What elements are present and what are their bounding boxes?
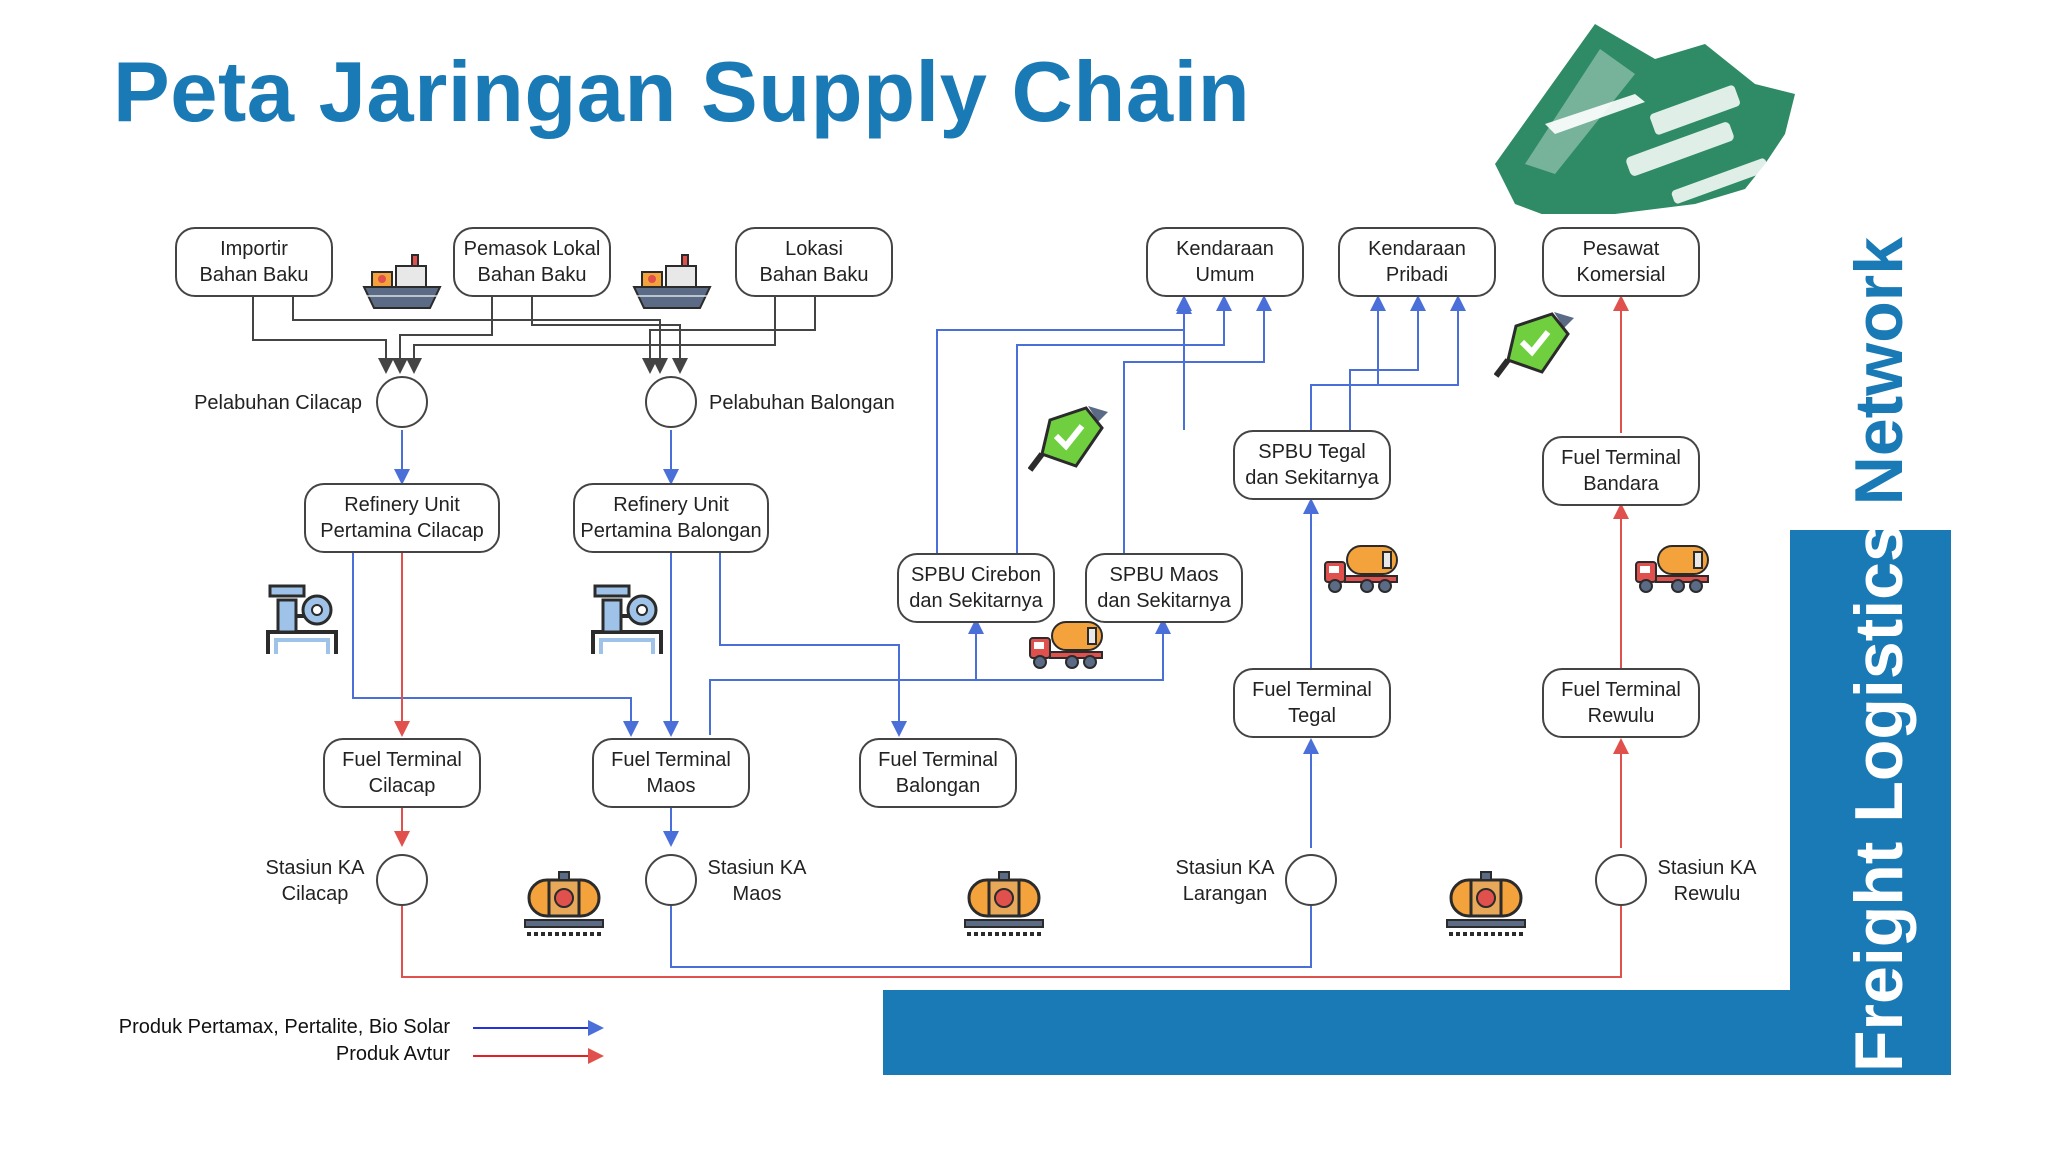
cargo-ship-icon xyxy=(632,254,712,309)
tank-truck-icon xyxy=(1324,545,1398,593)
rail-tank-car-icon xyxy=(964,871,1044,936)
transport-logo-icon xyxy=(1495,24,1795,214)
legend-blue-label: Produk Pertamax, Pertalite, Bio Solar xyxy=(118,1016,450,1038)
spbu-tegal-box: SPBU Tegal dan Sekitarnya xyxy=(1233,430,1391,500)
pelabuhan-balongan-node xyxy=(645,376,697,428)
rail-tank-car-icon xyxy=(1446,871,1526,936)
stasiun-maos-node xyxy=(645,854,697,906)
kendaraan-umum-box: Kendaraan Umum xyxy=(1146,227,1304,297)
stasiun-larangan-node xyxy=(1285,854,1337,906)
refinery-balongan-box: Refinery Unit Pertamina Balongan xyxy=(573,483,769,553)
rail-tank-car-icon xyxy=(524,871,604,936)
kendaraan-pribadi-box: Kendaraan Pribadi xyxy=(1338,227,1496,297)
fuel-terminal-bandara-box: Fuel Terminal Bandara xyxy=(1542,436,1700,506)
tank-truck-icon xyxy=(1029,621,1103,669)
brand-word-1: Freight Logistics xyxy=(1841,524,1917,1072)
cargo-ship-icon xyxy=(362,254,442,309)
page-title: Peta Jaringan Supply Chain xyxy=(113,45,1251,140)
fuel-nozzle-icon xyxy=(1494,312,1574,378)
stasiun-larangan-label: Stasiun KA Larangan xyxy=(1175,857,1275,905)
brand-band-horizontal xyxy=(883,990,1951,1075)
brand-band-vertical xyxy=(1790,530,1951,1075)
fuel-terminal-cilacap-box: Fuel Terminal Cilacap xyxy=(323,738,481,808)
fuel-terminal-tegal-box: Fuel Terminal Tegal xyxy=(1233,668,1391,738)
stasiun-rewulu-node xyxy=(1595,854,1647,906)
fuel-terminal-rewulu-box: Fuel Terminal Rewulu xyxy=(1542,668,1700,738)
spbu-cirebon-box: SPBU Cirebon dan Sekitarnya xyxy=(897,553,1055,623)
importir-box: Importir Bahan Baku xyxy=(175,227,333,297)
refinery-pump-icon xyxy=(591,584,663,654)
stasiun-cilacap-node xyxy=(376,854,428,906)
refinery-pump-icon xyxy=(266,584,338,654)
spbu-maos-box: SPBU Maos dan Sekitarnya xyxy=(1085,553,1243,623)
legend-red-label: Produk Avtur xyxy=(335,1043,450,1065)
refinery-cilacap-box: Refinery Unit Pertamina Cilacap xyxy=(304,483,500,553)
pelabuhan-balongan-label: Pelabuhan Balongan xyxy=(709,392,895,414)
brand-word-2: Network xyxy=(1841,236,1917,506)
stasiun-cilacap-label: Stasiun KA Cilacap xyxy=(265,857,365,905)
pelabuhan-cilacap-node xyxy=(376,376,428,428)
fuel-terminal-maos-box: Fuel Terminal Maos xyxy=(592,738,750,808)
lokasi-bahan-baku-box: Lokasi Bahan Baku xyxy=(735,227,893,297)
stasiun-maos-label: Stasiun KA Maos xyxy=(707,857,807,905)
fuel-terminal-balongan-box: Fuel Terminal Balongan xyxy=(859,738,1017,808)
stasiun-rewulu-label: Stasiun KA Rewulu xyxy=(1657,857,1757,905)
pemasok-lokal-box: Pemasok Lokal Bahan Baku xyxy=(453,227,611,297)
fuel-nozzle-icon xyxy=(1028,406,1108,472)
pelabuhan-cilacap-label: Pelabuhan Cilacap xyxy=(194,392,362,414)
pesawat-komersial-box: Pesawat Komersial xyxy=(1542,227,1700,297)
brand-side-text: Freight Logistics Network xyxy=(1839,237,1919,1072)
tank-truck-icon xyxy=(1635,545,1709,593)
